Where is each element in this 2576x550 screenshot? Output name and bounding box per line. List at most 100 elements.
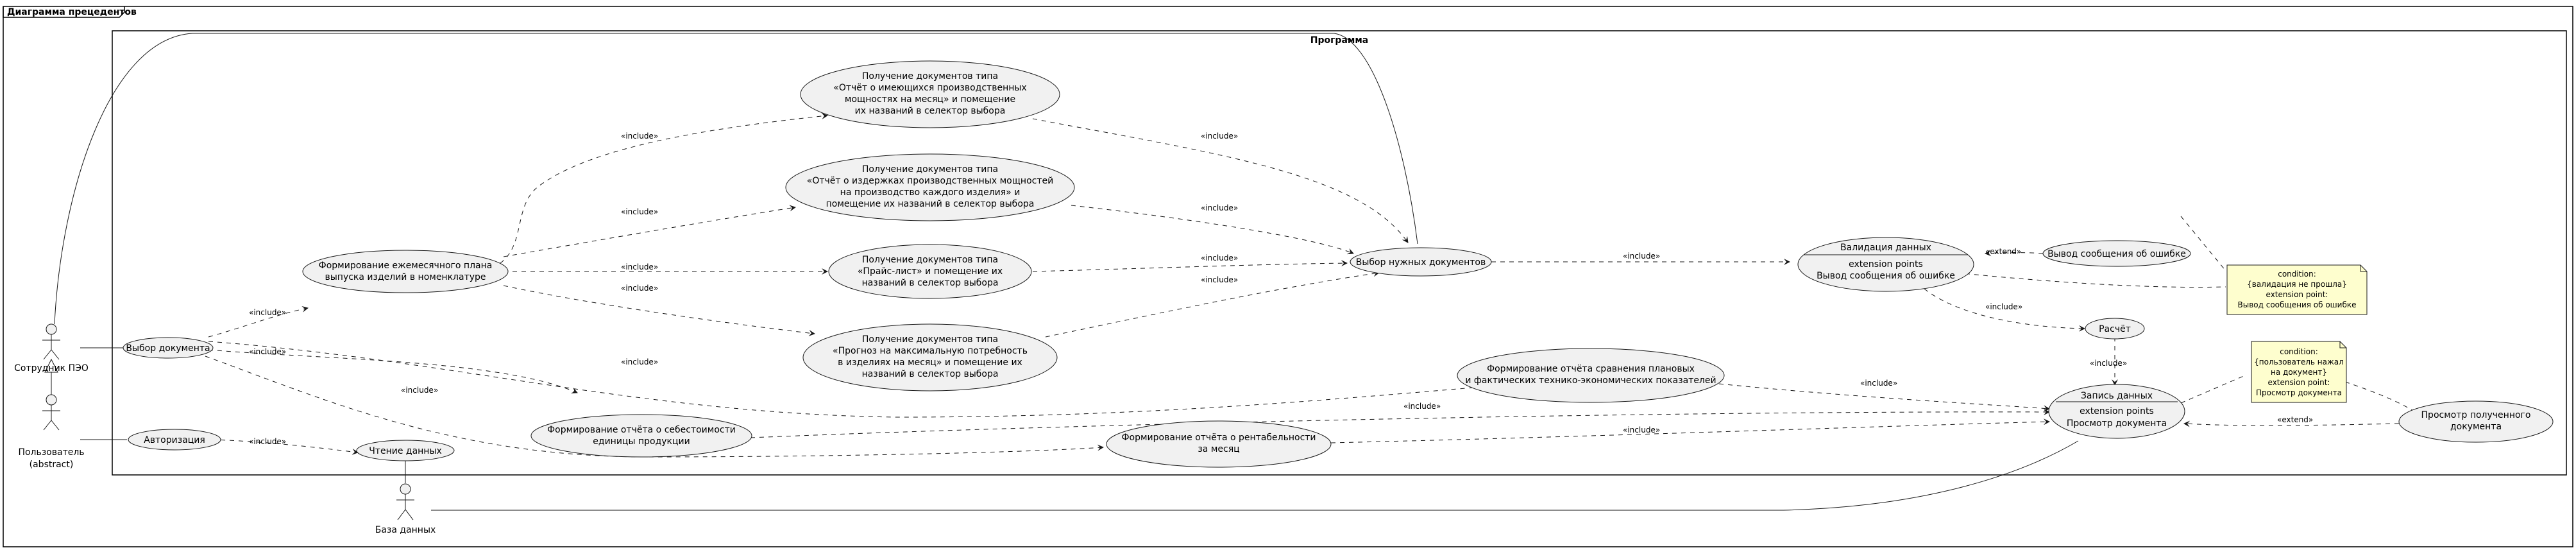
edge-note1-error (2180, 216, 2226, 271)
label-include-1: «include» (249, 308, 286, 317)
label-include-16: «include» (2090, 359, 2127, 368)
svg-text:Просмотр документа: Просмотр документа (2256, 388, 2342, 397)
svg-text:на документ}: на документ} (2271, 368, 2327, 377)
svg-text:{пользователь нажал: {пользователь нажал (2254, 357, 2344, 366)
label-include-14: «include» (1623, 252, 1660, 261)
svg-text:Получение документов типа: Получение документов типа (862, 255, 998, 265)
label-include-11: «include» (1201, 203, 1238, 212)
svg-text:Расчёт: Расчёт (2099, 324, 2131, 334)
label-include-3: «include» (401, 386, 438, 395)
system-title: Программа (1310, 35, 1368, 46)
uc-write-data: Запись данных extension points Просмотр … (2048, 384, 2185, 439)
actor-user (42, 394, 60, 431)
svg-text:за месяц: за месяц (1198, 444, 1239, 454)
label-include-15: «include» (1985, 302, 2022, 311)
svg-text:condition:: condition: (2280, 347, 2318, 356)
label-include-13: «include» (1201, 275, 1238, 284)
label-include-6: «include» (621, 132, 658, 141)
svg-text:Получение документов типа: Получение документов типа (862, 334, 998, 345)
edge-view-write (2183, 420, 2400, 427)
label-include-5: «include» (249, 437, 286, 446)
svg-text:Получение документов типа: Получение документов типа (862, 164, 998, 175)
edge-plan-forecast (503, 285, 815, 336)
edge-note2-write (2180, 375, 2246, 404)
uc-capacity-report: Получение документов типа «Отчёт о имеющ… (800, 60, 1060, 128)
edge-select-cost (208, 349, 578, 394)
actor-db (396, 483, 414, 520)
svg-text:Авторизация: Авторизация (144, 435, 205, 445)
svg-text:и фактических технико-экономич: и фактических технико-экономических пока… (1465, 375, 1716, 386)
label-include-8: «include» (621, 262, 658, 271)
note-validation-condition: condition: {валидация не прошла} extensi… (2226, 264, 2368, 315)
label-include-9: «include» (621, 284, 658, 293)
svg-text:мощностях на месяц» и помещени: мощностях на месяц» и помещение (845, 94, 1015, 105)
uc-monthly-plan: Формирование ежемесячного плана выпуска … (302, 250, 509, 293)
uc-calc: Расчёт (2085, 318, 2145, 339)
label-include-2: «include» (249, 347, 286, 356)
svg-text:Выбор нужных документов: Выбор нужных документов (1356, 257, 1486, 268)
svg-text:Формирование отчёта о себестои: Формирование отчёта о себестоимости (547, 425, 736, 435)
actor-pzo-label: Сотрудник ПЭО (14, 363, 89, 374)
svg-text:extension points: extension points (1849, 259, 1923, 270)
uc-cost-report: Формирование отчёта о себестоимости един… (530, 414, 752, 458)
edge-note2-view (2344, 381, 2419, 415)
svg-text:Вывод сообщения об ошибке: Вывод сообщения об ошибке (1817, 271, 1955, 281)
label-include-18: «include» (1403, 402, 1441, 411)
uc-auth: Авторизация (128, 429, 221, 451)
edge-comparison-write (1718, 383, 2050, 412)
assoc-pzo-select-needed (54, 33, 1418, 325)
uc-price-list: Получение документов типа «Прайс-лист» и… (828, 244, 1032, 299)
svg-text:Формирование ежемесячного план: Формирование ежемесячного плана (319, 261, 493, 271)
actor-user-label-1: Пользователь (18, 447, 84, 458)
svg-text:«Отчёт о издержках производств: «Отчёт о издержках производственных мощн… (807, 176, 1053, 186)
label-include-12: «include» (1201, 254, 1238, 262)
edge-select-comparison (208, 341, 1505, 418)
svg-text:Получение документов типа: Получение документов типа (862, 71, 998, 82)
svg-text:названий в селектор выбора: названий в селектор выбора (862, 369, 999, 379)
svg-text:Вывод сообщения об ошибке: Вывод сообщения об ошибке (2238, 300, 2357, 309)
generalization-arrow (44, 358, 58, 373)
svg-text:Выбор документа: Выбор документа (126, 343, 210, 354)
edge-note1-validation (1956, 272, 2226, 288)
edge-select-plan (208, 305, 309, 338)
uc-validation: Валидация данных extension points Вывод … (1797, 237, 1974, 292)
edge-auth-read (211, 439, 359, 455)
label-include-17: «include» (1860, 379, 1897, 388)
system-boundary (112, 30, 2567, 476)
edge-capacity-needed (1032, 118, 1409, 243)
svg-text:condition:: condition: (2278, 270, 2316, 279)
svg-text:их названий в селектор выбора: их названий в селектор выбора (855, 106, 1006, 116)
uc-error-msg: Вывод сообщения об ошибке (2042, 240, 2191, 267)
svg-text:Запись данных: Запись данных (2081, 391, 2153, 401)
svg-text:на производство каждого издели: на производство каждого изделия» и (840, 187, 1021, 198)
actor-user-label-2: (abstract) (30, 460, 74, 470)
svg-text:Чтение данных: Чтение данных (369, 446, 442, 456)
edge-forecast-needed (1045, 270, 1380, 338)
edge-profit-write (1330, 418, 2050, 443)
svg-text:extension points: extension points (2080, 406, 2154, 417)
label-extend-1: «extend» (1985, 247, 2021, 256)
svg-text:помещение их названий в селект: помещение их названий в селектор выбора (826, 199, 1035, 209)
actor-pzo (42, 323, 60, 360)
edge-validation-calc (1924, 288, 2085, 332)
svg-text:выпуска изделий в номенклатуре: выпуска изделий в номенклатуре (325, 272, 486, 282)
svg-text:{валидация не прошла}: {валидация не прошла} (2247, 280, 2347, 289)
uc-select-needed: Выбор нужных документов (1350, 247, 1492, 277)
svg-text:Просмотр документа: Просмотр документа (2067, 418, 2167, 429)
edge-error-validation (1985, 250, 2044, 257)
actor-db-label: База данных (375, 525, 436, 535)
svg-text:документа: документа (2450, 422, 2502, 432)
svg-text:Формирование отчёта о рентабел: Формирование отчёта о рентабельности (1121, 433, 1316, 443)
svg-text:в изделиях на месяц» и помещен: в изделиях на месяц» и помещение их (838, 357, 1022, 368)
label-include-19: «include» (1623, 425, 1660, 434)
edge-pricelist-needed (1032, 260, 1348, 272)
label-include-7: «include» (621, 207, 658, 216)
svg-text:«Прайс-лист» и помещение их: «Прайс-лист» и помещение их (858, 266, 1003, 277)
svg-text:Просмотр полученного: Просмотр полученного (2421, 410, 2531, 420)
edge-costs-needed (1071, 205, 1354, 255)
svg-text:единицы продукции: единицы продукции (593, 436, 690, 447)
uc-profit-report: Формирование отчёта о рентабельности за … (1106, 420, 1332, 468)
svg-text:Вывод сообщения об ошибке: Вывод сообщения об ошибке (2047, 249, 2186, 259)
uc-read-data: Чтение данных (356, 440, 455, 461)
